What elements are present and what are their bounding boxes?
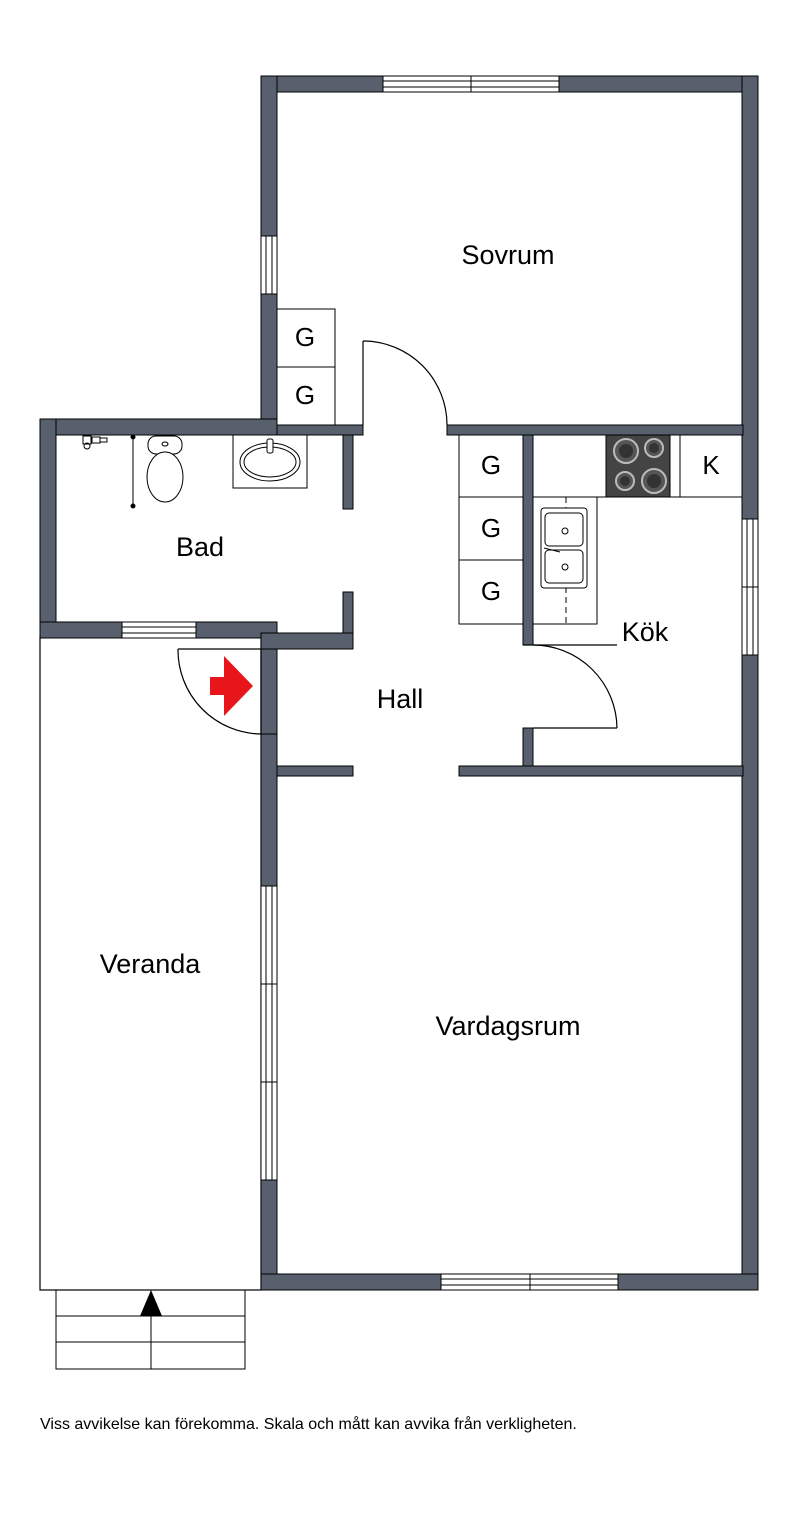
windows bbox=[121, 75, 759, 1291]
doors bbox=[177, 340, 618, 735]
fridge-label: K bbox=[702, 450, 720, 480]
veranda-outline bbox=[39, 636, 262, 1291]
closet-label: G bbox=[295, 380, 315, 410]
north-arrow-icon bbox=[140, 1290, 162, 1316]
room-label-hall: Hall bbox=[377, 684, 424, 714]
closet-boxes bbox=[276, 308, 743, 625]
closet-label: G bbox=[481, 450, 501, 480]
disclaimer-text: Viss avvikelse kan förekomma. Skala och … bbox=[40, 1416, 577, 1433]
bathroom-sink-icon bbox=[232, 434, 308, 489]
closet-label: G bbox=[295, 322, 315, 352]
stove-icon bbox=[605, 434, 671, 498]
room-label-sovrum: Sovrum bbox=[461, 240, 554, 270]
toilet-icon bbox=[146, 435, 184, 503]
entrance-arrow-icon bbox=[210, 656, 253, 716]
room-label-bad: Bad bbox=[176, 532, 224, 562]
room-label-kok: Kök bbox=[622, 617, 669, 647]
shower-icon bbox=[82, 434, 136, 509]
room-label-veranda: Veranda bbox=[100, 949, 202, 979]
closet-label: G bbox=[481, 513, 501, 543]
closet-label: G bbox=[481, 576, 501, 606]
room-label-vardagsrum: Vardagsrum bbox=[435, 1011, 580, 1041]
kitchen-sink-icon bbox=[540, 507, 588, 589]
